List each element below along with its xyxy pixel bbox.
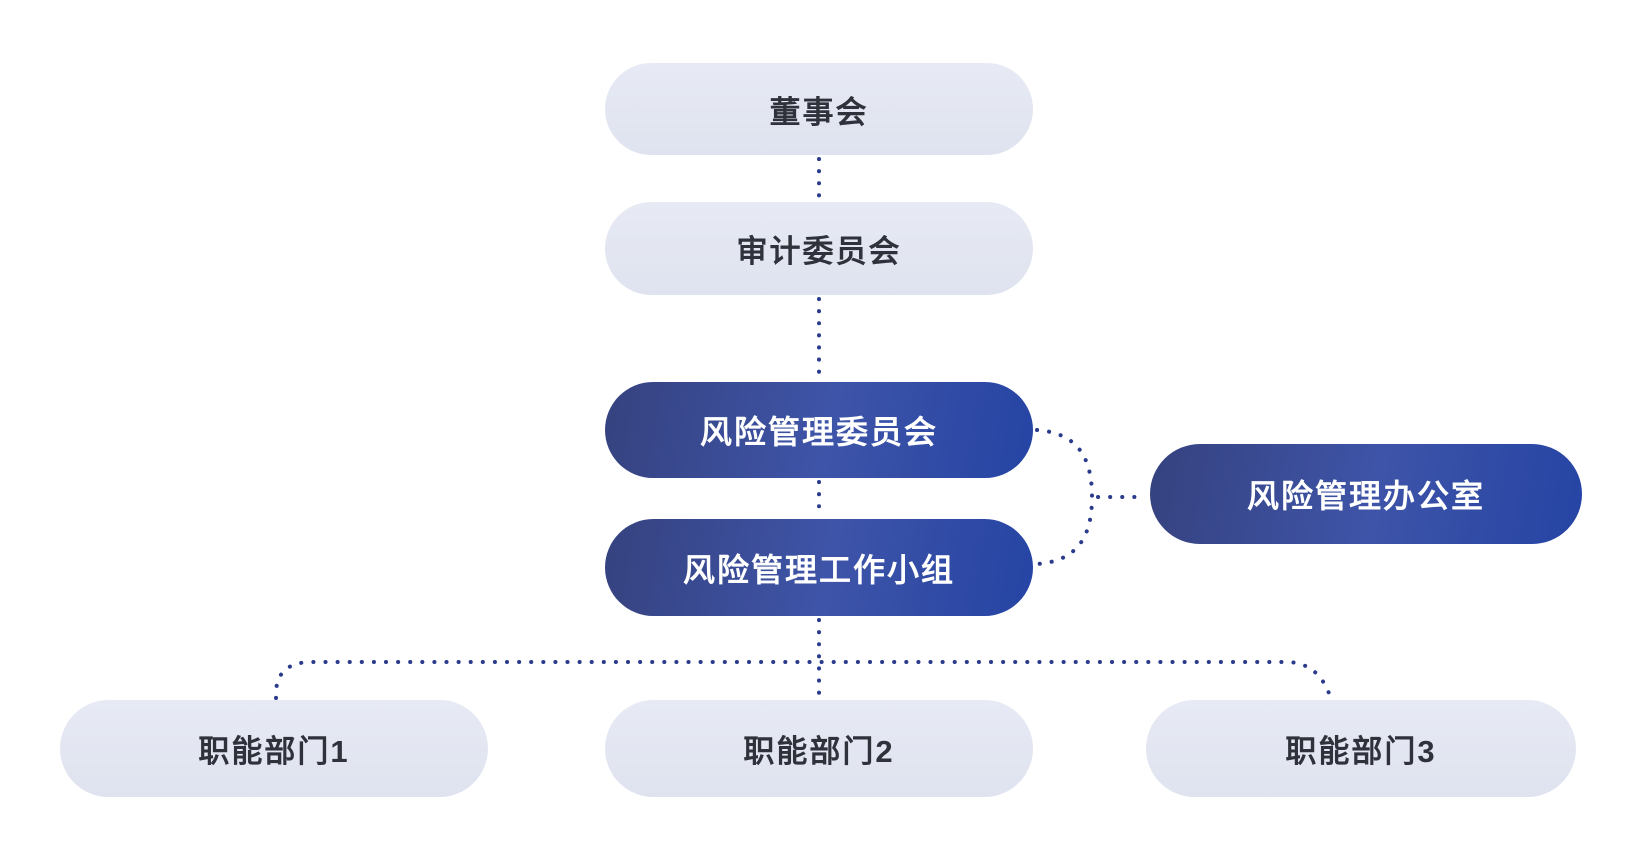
node-functional-dept-2-label: 职能部门2 xyxy=(743,734,895,769)
node-risk-management-workgroup-label: 风险管理工作小组 xyxy=(682,551,955,588)
node-audit-committee-label: 审计委员会 xyxy=(736,234,902,269)
node-risk-management-committee: 风险管理委员会 xyxy=(605,382,1033,478)
connector-bottom-rail xyxy=(274,660,1333,700)
node-functional-dept-2: 职能部门2 xyxy=(605,700,1033,797)
node-risk-management-committee-label: 风险管理委员会 xyxy=(699,414,938,450)
node-board: 董事会 xyxy=(605,63,1033,155)
node-board-label: 董事会 xyxy=(769,94,869,130)
node-functional-dept-3: 职能部门3 xyxy=(1146,700,1576,797)
node-audit-committee: 审计委员会 xyxy=(605,202,1033,295)
node-risk-management-office: 风险管理办公室 xyxy=(1150,444,1582,544)
node-functional-dept-1: 职能部门1 xyxy=(60,700,488,797)
node-risk-management-workgroup: 风险管理工作小组 xyxy=(605,519,1033,616)
connector-office-bracket xyxy=(1035,428,1095,566)
node-functional-dept-1-label: 职能部门1 xyxy=(198,734,350,769)
node-functional-dept-3-label: 职能部门3 xyxy=(1285,734,1437,769)
node-risk-management-office-label: 风险管理办公室 xyxy=(1246,478,1485,514)
